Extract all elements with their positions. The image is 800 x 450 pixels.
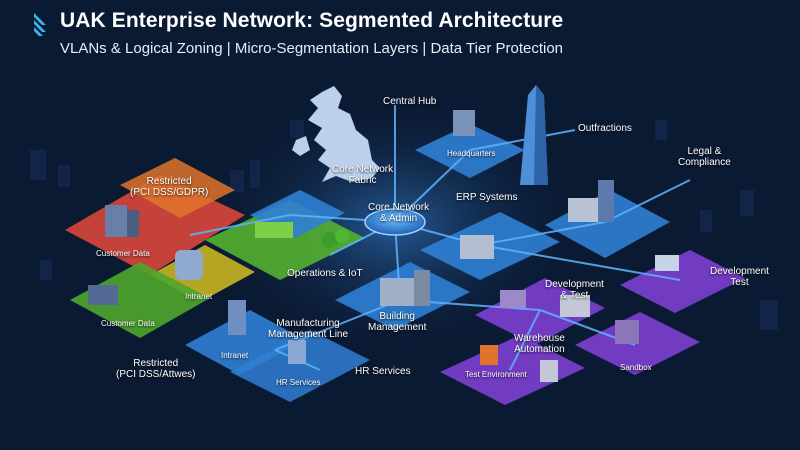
zone-customer-green [70, 262, 210, 338]
hq-tower [520, 85, 548, 185]
label-legal-compliance: Legal &Compliance [678, 146, 731, 168]
label-sandbox: Sandbox [620, 363, 652, 372]
label-core-admin: Core Network& Admin [368, 202, 430, 224]
uk-map [292, 86, 380, 182]
label-erp: ERP Systems [456, 192, 518, 203]
zone-legal-blue [545, 190, 670, 258]
zone-restricted-orange [120, 158, 235, 218]
label-restricted-low: Restricted(PCI DSS/Attwes) [116, 358, 196, 380]
label-central-hub: Central Hub [383, 96, 437, 107]
label-operations-iot: Operations & IoT [287, 268, 363, 279]
zone-hr-blue [230, 330, 370, 402]
label-customer-data-top: Customer Data [96, 249, 150, 258]
zone-devtest-purple [620, 250, 745, 313]
label-headquarters: Headquarters [447, 149, 496, 158]
core-hub [364, 208, 426, 236]
zone-intranet-blue [185, 310, 305, 375]
page-title: UAK Enterprise Network: Segmented Archit… [60, 9, 564, 32]
zone-test-purple [440, 335, 585, 405]
label-customer-data-low: Customer Data [101, 319, 155, 328]
label-intranet-low: Intranet [221, 351, 249, 360]
label-outfractions: Outfractions [578, 123, 632, 134]
page-subtitle: VLANs & Logical Zoning | Micro-Segmentat… [60, 40, 564, 57]
logo-icon [34, 13, 46, 36]
building-icons [88, 110, 679, 382]
label-hr-services: HR Services [355, 366, 411, 377]
label-restricted-top: Restricted(PCI DSS/GDPR) [130, 176, 209, 198]
label-hr-services-zone: HR Services [276, 378, 321, 387]
label-intranet-left: Intranet [185, 292, 213, 301]
label-development-test-mid: Development& Test [545, 279, 604, 301]
header: UAK Enterprise Network: Segmented Archit… [0, 0, 800, 70]
label-test-environment: Test Environment [465, 370, 527, 379]
